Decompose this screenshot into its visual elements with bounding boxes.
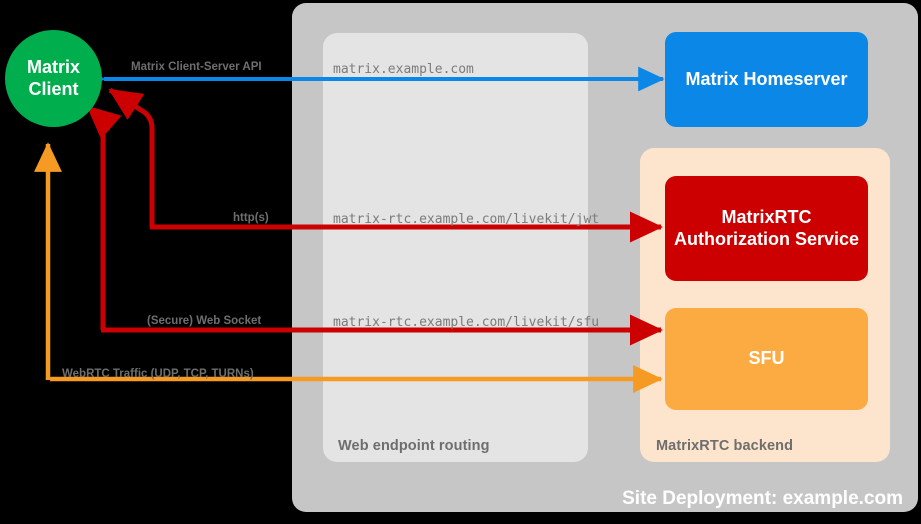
node-matrix-client[interactable]: Matrix Client — [5, 30, 102, 127]
label-webrtc-traffic: WebRTC Traffic (UDP, TCP, TURNs) — [62, 368, 254, 380]
matrixrtc-authorization-service-label: MatrixRTC Authorization Service — [673, 206, 860, 249]
label-http-s: http(s) — [233, 212, 269, 224]
node-matrix-homeserver[interactable]: Matrix Homeserver — [665, 32, 868, 127]
endpoint-matrix-example-com: matrix.example.com — [333, 62, 474, 77]
node-sfu[interactable]: SFU — [665, 308, 868, 410]
matrixrtc-backend-label: MatrixRTC backend — [656, 438, 794, 454]
matrix-client-label-line1: Matrix — [26, 57, 80, 78]
web-endpoint-routing-label: Web endpoint routing — [338, 438, 490, 454]
matrix-client-label-line2: Client — [28, 78, 79, 99]
endpoint-livekit-sfu: matrix-rtc.example.com/livekit/sfu — [333, 315, 600, 330]
site-deployment-caption: Site Deployment: example.com — [622, 488, 903, 509]
node-matrixrtc-authorization-service[interactable]: MatrixRTC Authorization Service — [665, 176, 868, 281]
web-endpoint-routing-panel — [323, 33, 588, 462]
label-secure-web-socket: (Secure) Web Socket — [147, 315, 262, 327]
matrix-homeserver-label: Matrix Homeserver — [685, 68, 848, 89]
endpoint-livekit-jwt: matrix-rtc.example.com/livekit/jwt — [333, 212, 600, 227]
label-client-server-api: Matrix Client-Server API — [131, 61, 262, 73]
sfu-label: SFU — [748, 348, 785, 369]
